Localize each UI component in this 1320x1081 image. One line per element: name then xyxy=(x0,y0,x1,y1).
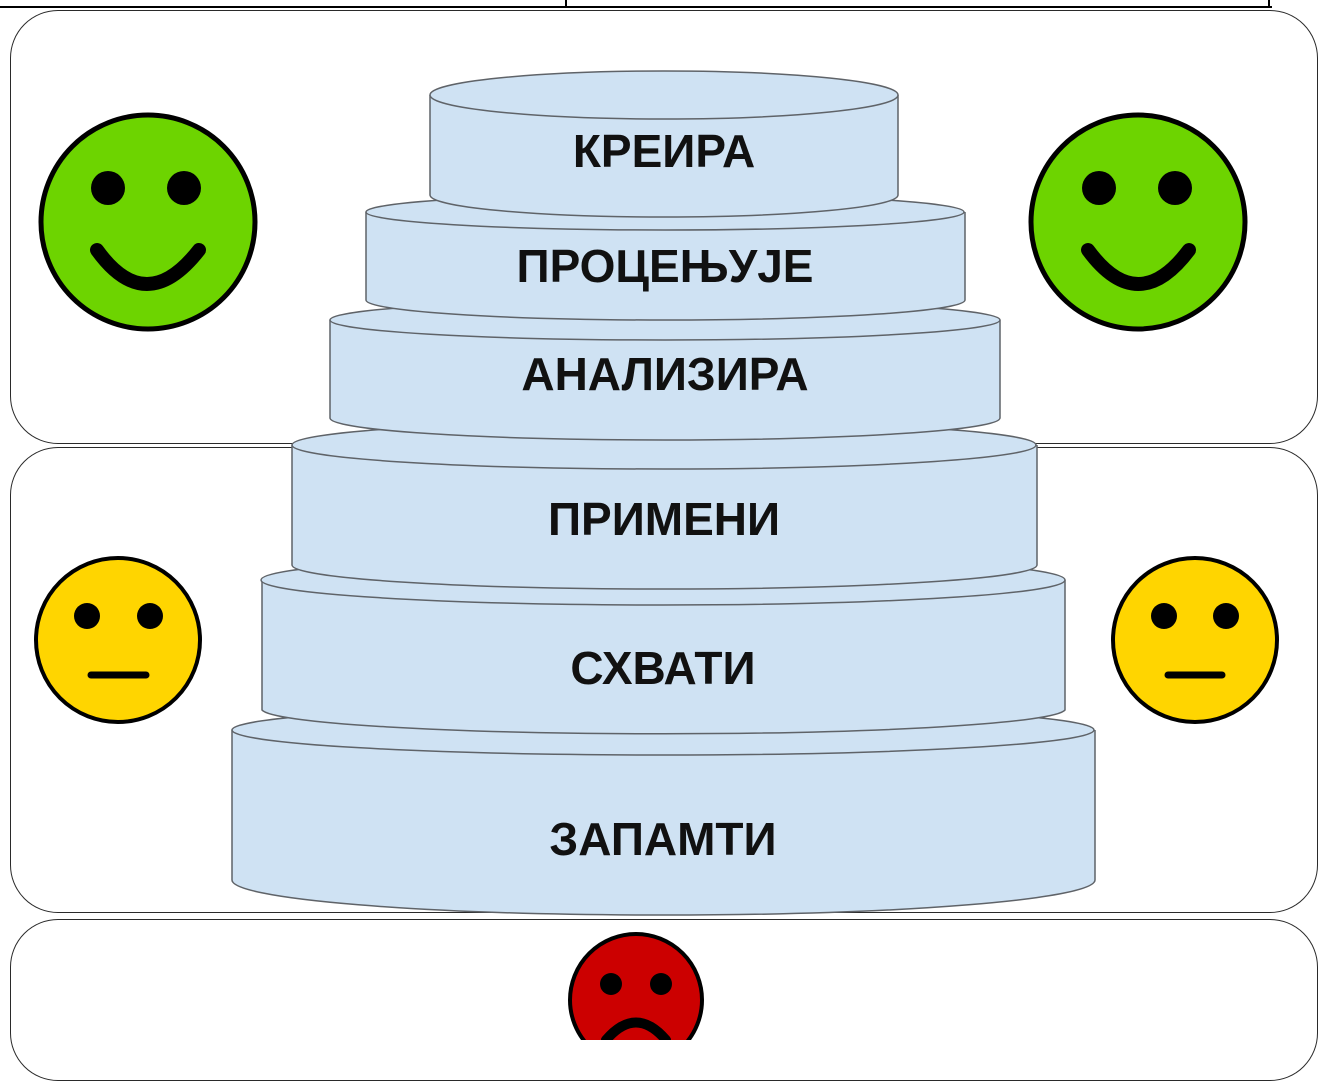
tier-zapamti: ЗАПАМТИ xyxy=(231,704,1096,916)
smiling-face-left-icon xyxy=(38,112,258,332)
smiling-face-right-icon xyxy=(1028,112,1248,332)
neutral-face-right-icon xyxy=(1111,556,1279,724)
tier-label-kreira: КРЕИРА xyxy=(573,125,755,177)
tier-label-procenjuje: ПРОЦЕЊУЈЕ xyxy=(517,240,814,292)
top-border-divider xyxy=(565,0,567,8)
frowning-face-icon xyxy=(568,932,704,1040)
tier-label-shvati: СХВАТИ xyxy=(570,642,755,694)
tier-label-analizira: АНАЛИЗИРА xyxy=(521,348,808,400)
tier-analizira: АНАЛИЗИРА xyxy=(329,299,1001,441)
top-border-right-edge xyxy=(1268,0,1270,8)
tier-label-zapamti: ЗАПАМТИ xyxy=(549,813,776,865)
neutral-face-left-icon xyxy=(34,556,202,724)
tier-label-primeni: ПРИМЕНИ xyxy=(548,493,780,545)
tier-kreira: КРЕИРА xyxy=(429,70,899,218)
bloom-pyramid-diagram: ЗАПАМТИ СХВАТИ ПРИМЕНИ АНАЛИЗИРА ПРОЦЕЊУ… xyxy=(34,70,1279,1040)
tier-primeni: ПРИМЕНИ xyxy=(291,420,1038,590)
top-border-line xyxy=(0,0,1272,8)
